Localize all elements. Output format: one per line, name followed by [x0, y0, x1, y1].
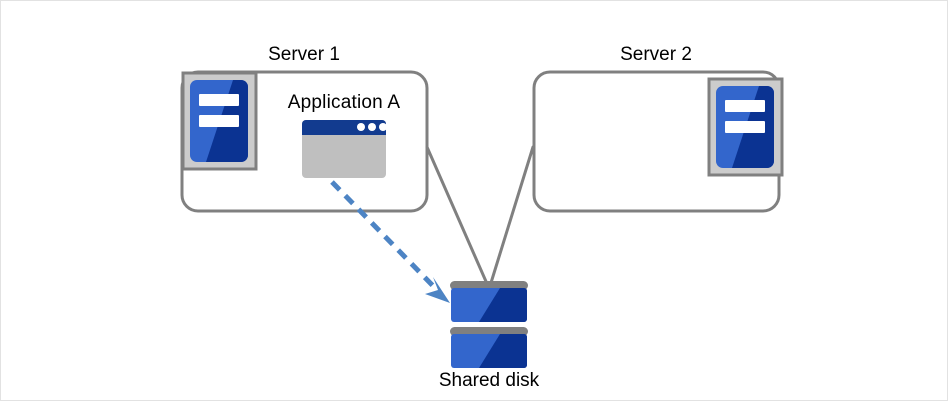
application-a-label: Application A — [287, 92, 401, 113]
disk-stack-icon — [450, 281, 528, 368]
shared-disk-label: Shared disk — [438, 370, 540, 391]
dashed-arrow-app-to-disk — [330, 180, 450, 303]
window-dot-2 — [368, 123, 376, 131]
window-dot-3 — [379, 123, 387, 131]
connector-server2-to-disk — [488, 145, 535, 288]
disk-bar-top — [450, 281, 528, 290]
disk-bar-bottom — [450, 327, 528, 336]
server-icon-bar-1 — [725, 100, 765, 112]
server-icon — [181, 71, 258, 171]
server-icon-bar-2 — [199, 115, 239, 127]
server-icon-bar-2 — [725, 121, 765, 133]
window-dot-1 — [357, 123, 365, 131]
arrowhead — [425, 277, 450, 303]
application-window-icon — [302, 120, 387, 178]
server1-label: Server 1 — [268, 44, 340, 65]
server2-label: Server 2 — [620, 44, 692, 65]
connector-server1-to-disk — [425, 145, 490, 288]
server-icon — [707, 77, 784, 177]
server-icon-bar-1 — [199, 94, 239, 106]
